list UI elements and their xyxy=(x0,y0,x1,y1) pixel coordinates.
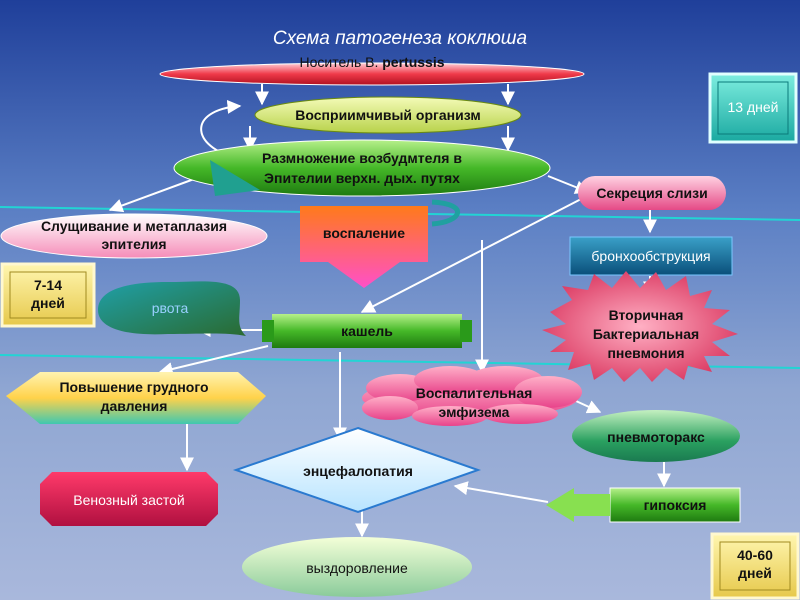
chest-pressure-node: Повышение грудного давления xyxy=(6,372,266,424)
period-7-14-label-1: 7-14 xyxy=(34,277,62,293)
mucus-secretion-node: Секреция слизи xyxy=(578,176,726,210)
inflammatory-emphysema-label-2: эмфизема xyxy=(439,404,510,420)
inflammation-label: воспаление xyxy=(323,225,405,241)
period-40-60-label-1: 40-60 xyxy=(737,547,773,563)
reproduction-label-1: Размножение возбудмтеля в xyxy=(262,150,462,166)
bronchoobstruction-node: бронхообструкция xyxy=(569,236,733,276)
reproduction-label-2: Эпителии верхн. дых. путях xyxy=(264,170,460,186)
recovery-node: выздоровление xyxy=(242,537,472,597)
venous-congestion-node: Венозный застой xyxy=(40,472,218,526)
susceptible-organism-label: Восприимчивый организм xyxy=(295,107,480,123)
recovery-label: выздоровление xyxy=(306,560,408,576)
inflammation-node: воспаление xyxy=(300,199,460,288)
period-13-label: 13 дней xyxy=(728,99,779,115)
pneumothorax-node: пневмоторакс xyxy=(572,410,740,462)
secondary-pneumonia-label-3: пневмония xyxy=(607,345,684,361)
secondary-pneumonia-node: Вторичная Бактериальная пневмония xyxy=(542,271,738,382)
venous-congestion-label: Венозный застой xyxy=(73,492,184,508)
hypoxia-label: гипоксия xyxy=(644,497,707,513)
diagram-title: Схема патогенеза коклюша xyxy=(273,28,527,49)
susceptible-organism-node: Восприимчивый организм xyxy=(254,96,522,134)
carrier-node: Носитель B. pertussis xyxy=(159,54,585,86)
curl-arrow xyxy=(431,199,460,227)
desquamation-node: Слущивание и метаплазия эпителия xyxy=(0,213,268,259)
bronchoobstruction-label: бронхообструкция xyxy=(591,248,710,264)
desquamation-label-2: эпителия xyxy=(101,236,166,252)
cough-node: кашель xyxy=(262,314,472,348)
desquamation-label-1: Слущивание и метаплазия xyxy=(41,218,227,234)
secondary-pneumonia-label-1: Вторичная xyxy=(609,307,684,323)
inflammatory-emphysema-label-1: Воспалительная xyxy=(416,385,533,401)
period-40-60-label-2: дней xyxy=(738,565,772,581)
period-box-7-14: 7-14 дней xyxy=(0,262,96,328)
turquoise-wedge xyxy=(210,160,260,196)
secondary-pneumonia-label-2: Бактериальная xyxy=(593,326,699,342)
period-box-40-60: 40-60 дней xyxy=(710,532,800,600)
chest-pressure-label-1: Повышение грудного xyxy=(59,379,208,395)
chest-pressure-label-2: давления xyxy=(101,398,168,414)
encephalopathy-label: энцефалопатия xyxy=(303,463,413,479)
pneumothorax-label: пневмоторакс xyxy=(607,429,705,445)
vomit-label: рвота xyxy=(152,300,189,316)
period-box-13: 13 дней xyxy=(708,72,798,144)
carrier-label: Носитель B. pertussis xyxy=(299,54,444,70)
hypoxia-arrow xyxy=(546,488,610,522)
reproduction-node: Размножение возбудмтеля в Эпителии верхн… xyxy=(173,139,551,197)
vomit-node: рвота xyxy=(98,281,246,336)
cough-label: кашель xyxy=(341,323,393,339)
hypoxia-node: гипоксия xyxy=(546,487,741,523)
encephalopathy-node: энцефалопатия xyxy=(232,426,482,514)
period-7-14-label-2: дней xyxy=(31,295,65,311)
inflammatory-emphysema-node: Воспалительная эмфизема xyxy=(362,366,582,426)
mucus-secretion-label: Секреция слизи xyxy=(596,185,707,201)
